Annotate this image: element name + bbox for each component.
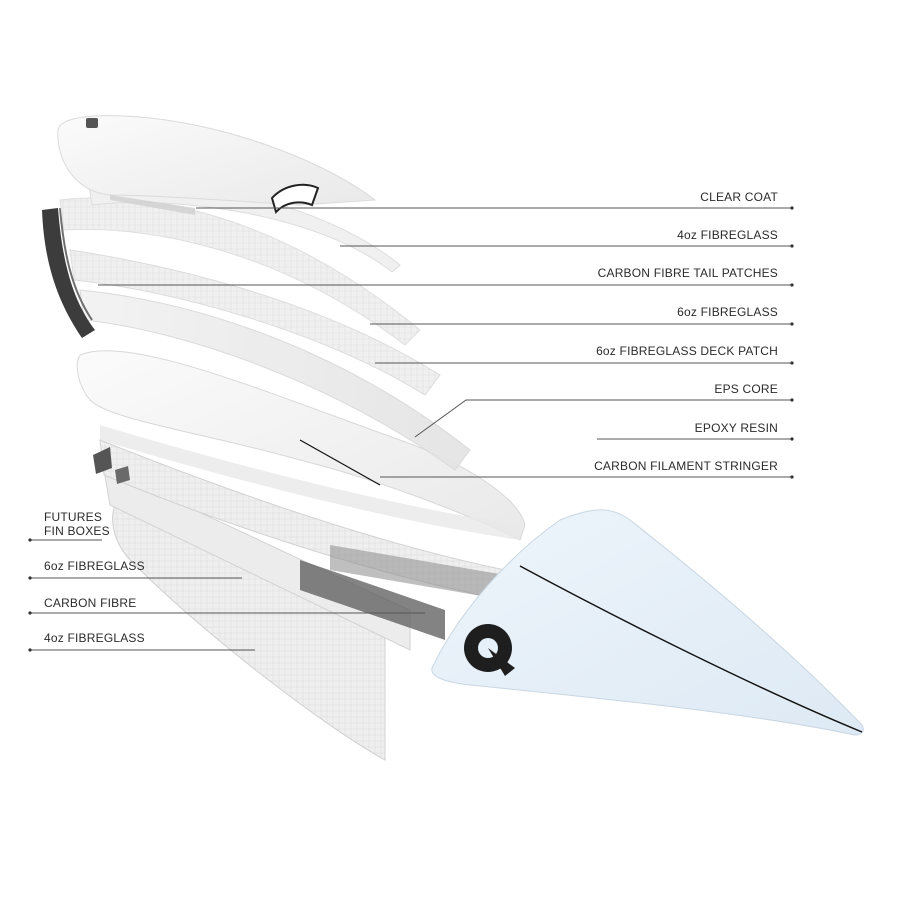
carbon-fibre-tail-patches xyxy=(42,207,95,338)
leader-dots-left xyxy=(28,538,32,652)
leader-dots-right xyxy=(790,206,794,479)
clear-coat-shell xyxy=(57,115,377,215)
eps-core xyxy=(76,350,526,541)
label-eps-core: EPS CORE xyxy=(714,382,778,396)
label-bottom-carbon-fibre: CARBON FIBRE xyxy=(44,596,137,610)
torq-logo-icon xyxy=(464,624,515,676)
label-clear-coat: CLEAR COAT xyxy=(700,190,778,204)
label-4oz-fibreglass: 4oz FIBREGLASS xyxy=(677,228,778,242)
label-6oz-fibreglass-deck-patch: 6oz FIBREGLASS DECK PATCH xyxy=(596,344,778,358)
carbon-filament-stringer-line xyxy=(299,439,381,486)
label-bottom-6oz-fibreglass: 6oz FIBREGLASS xyxy=(44,559,145,573)
label-futures: FUTURES xyxy=(44,510,103,524)
layer-6oz-fibreglass-deck-patch xyxy=(79,289,471,471)
fin-boxes xyxy=(93,447,130,484)
layer-6oz-fibreglass xyxy=(69,249,441,396)
leader-lines-left xyxy=(30,539,425,651)
leader-lines-right xyxy=(98,207,792,478)
torq-wordmark xyxy=(270,183,320,215)
label-epoxy-resin: EPOXY RESIN xyxy=(694,421,778,435)
label-fin-boxes: FIN BOXES xyxy=(44,524,110,538)
label-carbon-filament-stringer: CARBON FILAMENT STRINGER xyxy=(594,459,778,473)
label-carbon-fibre-tail-patches: CARBON FIBRE TAIL PATCHES xyxy=(597,266,778,280)
surfboard-nose xyxy=(431,509,864,736)
label-bottom-4oz-fibreglass: 4oz FIBREGLASS xyxy=(44,631,145,645)
label-6oz-fibreglass: 6oz FIBREGLASS xyxy=(677,305,778,319)
bottom-layer-carbon-fibre xyxy=(103,469,445,651)
